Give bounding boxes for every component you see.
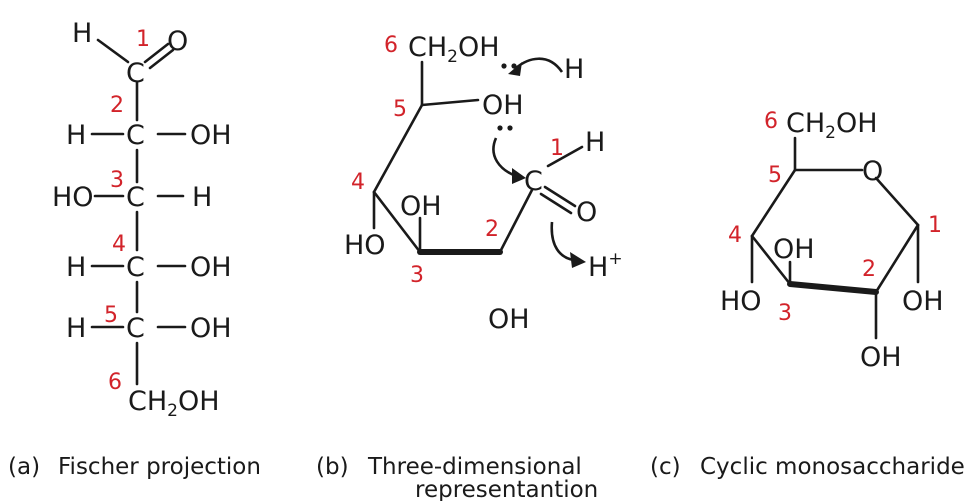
lone-pair-dot bbox=[511, 63, 517, 69]
carbon-number-5: 5 bbox=[393, 97, 407, 122]
bond-c2-c1 bbox=[874, 223, 920, 294]
caption-label: (a) bbox=[8, 454, 40, 480]
carbon-number-2: 2 bbox=[862, 257, 876, 282]
caption-title: Three-dimensional bbox=[367, 454, 582, 480]
carbon-number-2: 2 bbox=[485, 217, 499, 242]
atom-h-plus: H+ bbox=[588, 249, 623, 283]
carbon-number-6: 6 bbox=[108, 370, 122, 395]
bond-c4-c3 bbox=[750, 234, 792, 286]
carbon-number-3: 3 bbox=[778, 301, 792, 326]
carbon-number-6: 6 bbox=[384, 33, 398, 58]
bond-c4-c3 bbox=[372, 190, 422, 254]
atom-oh-ring: OH bbox=[482, 90, 524, 121]
lone-pair-dot bbox=[497, 125, 503, 131]
carbon-number-3: 3 bbox=[110, 168, 124, 193]
atom-h: H bbox=[585, 127, 605, 158]
carbon-number-4: 4 bbox=[351, 170, 365, 195]
three-dimensional-representation: CH2OH OH H H C O OH HO H+ OH 6 5 4 3 2 1… bbox=[316, 32, 623, 501]
atom-h: H bbox=[564, 54, 584, 85]
atom-ho: HO bbox=[344, 230, 386, 261]
carbon-number-5: 5 bbox=[768, 163, 782, 188]
atom-ch2oh: CH2OH bbox=[786, 108, 878, 143]
arrowhead bbox=[570, 252, 586, 268]
atom-h: H bbox=[192, 182, 212, 213]
curved-arrow-to-h-plus bbox=[550, 221, 575, 262]
caption-title: Fischer projection bbox=[58, 454, 261, 480]
atom-h: H bbox=[66, 120, 86, 151]
atom-oh: OH bbox=[860, 342, 902, 373]
atom-h: H bbox=[66, 313, 86, 344]
atom-h: H bbox=[72, 18, 92, 49]
atom-h: H bbox=[66, 252, 86, 283]
atom-oh: OH bbox=[190, 120, 232, 151]
atom-ho: HO bbox=[720, 286, 762, 317]
atom-oh: OH bbox=[190, 252, 232, 283]
caption-title-line2: representantion bbox=[415, 477, 598, 501]
atom-oh: OH bbox=[190, 313, 232, 344]
atom-o: O bbox=[167, 26, 188, 57]
atom-c4: C bbox=[126, 252, 145, 283]
carbon-number-1: 1 bbox=[928, 213, 942, 238]
caption-title: Cyclic monosaccharide bbox=[700, 454, 965, 480]
lone-pair-dot bbox=[501, 63, 507, 69]
carbon-number-4: 4 bbox=[112, 232, 126, 257]
carbon-number-3: 3 bbox=[410, 263, 424, 288]
arrowhead bbox=[508, 62, 522, 76]
atom-c2: C bbox=[126, 120, 145, 151]
bond-c1-o-a bbox=[143, 42, 170, 64]
atom-ho: HO bbox=[52, 182, 94, 213]
bond-c5-o bbox=[420, 98, 480, 107]
bond-o-c1 bbox=[874, 176, 920, 227]
caption-label: (c) bbox=[650, 454, 681, 480]
atom-c3: C bbox=[126, 182, 145, 213]
bond-c1-o-a bbox=[543, 185, 577, 208]
atom-oh: OH bbox=[773, 234, 815, 265]
atom-oh: OH bbox=[400, 191, 442, 222]
bond-c5-c4 bbox=[750, 168, 797, 238]
atom-oh: OH bbox=[488, 304, 530, 335]
arrowhead bbox=[512, 168, 526, 184]
carbon-number-5: 5 bbox=[104, 303, 118, 328]
bond-c5-c4 bbox=[372, 103, 424, 194]
carbon-number-1: 1 bbox=[136, 27, 150, 52]
carbon-number-4: 4 bbox=[728, 223, 742, 248]
carbon-number-6: 6 bbox=[764, 109, 778, 134]
atom-o: O bbox=[576, 197, 597, 228]
carbon-number-1: 1 bbox=[550, 136, 564, 161]
atom-oh: OH bbox=[902, 286, 944, 317]
atom-ch2oh: CH2OH bbox=[408, 32, 500, 67]
bond-c3-c2-bold bbox=[787, 281, 879, 295]
atom-o-ring: O bbox=[862, 156, 883, 187]
bond-c2-c1 bbox=[498, 188, 534, 254]
atom-c1: C bbox=[126, 58, 145, 89]
bond-c1-o-b bbox=[148, 48, 175, 70]
atom-ch2oh: CH2OH bbox=[128, 386, 220, 421]
carbon-number-2: 2 bbox=[110, 93, 124, 118]
bond-c1-h bbox=[546, 145, 584, 168]
atom-c5: C bbox=[126, 313, 145, 344]
bond-h-c1 bbox=[96, 38, 130, 64]
bond-c1-o-b bbox=[539, 192, 573, 215]
lone-pair-dot bbox=[507, 125, 513, 131]
atom-c1: C bbox=[524, 166, 543, 197]
cyclic-monosaccharide: CH2OH O OH HO OH OH 6 5 4 3 2 1 (c) Cycl… bbox=[650, 108, 965, 480]
caption-label: (b) bbox=[316, 454, 349, 480]
fischer-projection: H O C H C OH HO C H H C OH H C OH CH2OH … bbox=[8, 18, 261, 480]
curved-arrow-h-to-o bbox=[515, 57, 564, 73]
